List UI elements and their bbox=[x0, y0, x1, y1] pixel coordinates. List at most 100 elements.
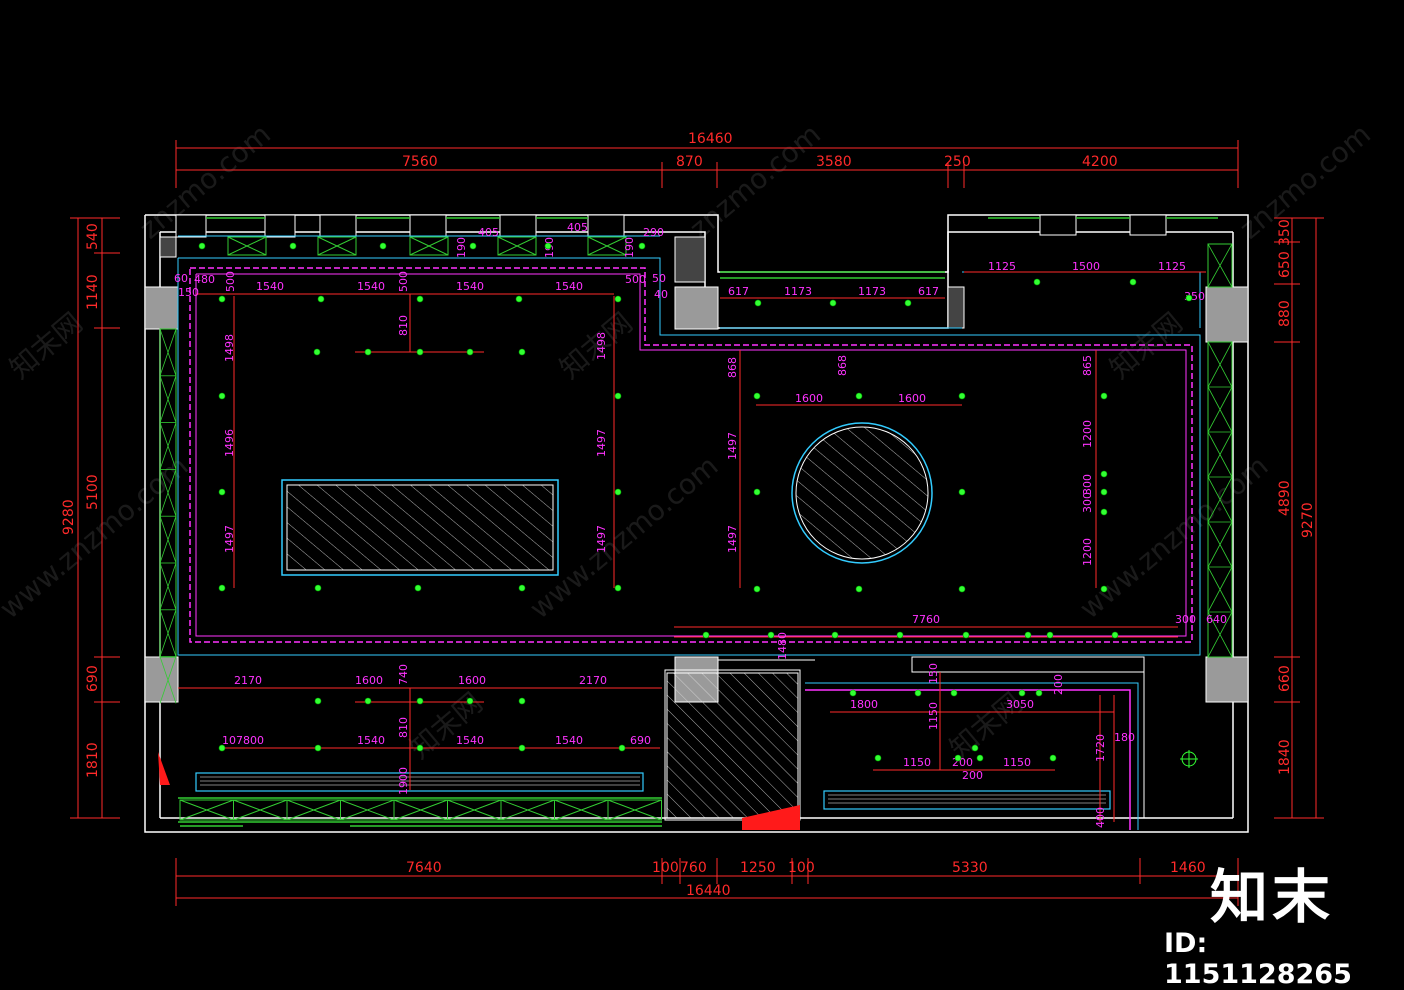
downlight-icon bbox=[614, 584, 622, 592]
dim-label: 1497 bbox=[726, 525, 739, 553]
lattice-brace bbox=[1207, 521, 1233, 568]
dim-label: 480 bbox=[194, 273, 215, 286]
dim-bottom-total: 16440 bbox=[686, 883, 731, 899]
dim-label: 810 bbox=[397, 717, 410, 738]
dimension-bottom bbox=[175, 858, 1239, 906]
downlight-icon bbox=[416, 744, 424, 752]
cabinets-top bbox=[227, 236, 627, 256]
lattice-brace bbox=[1207, 611, 1233, 658]
downlight-icon bbox=[1024, 631, 1032, 639]
downlight-icon bbox=[614, 392, 622, 400]
ceiling-outline-cyan bbox=[177, 235, 1201, 656]
top-glazing bbox=[206, 217, 1218, 279]
downlight-icon bbox=[544, 242, 552, 250]
downlight-icon bbox=[1100, 392, 1108, 400]
dim-label: 1540 bbox=[456, 734, 484, 747]
cabinet-brace bbox=[587, 236, 627, 256]
downlight-icon bbox=[1100, 470, 1108, 478]
dim-right-seg: 650 bbox=[1277, 251, 1293, 278]
brand-logo: 知末 bbox=[1210, 863, 1335, 931]
downlight-icon bbox=[414, 584, 422, 592]
downlight-icon bbox=[466, 697, 474, 705]
downlight-icon bbox=[1035, 689, 1043, 697]
downlight-icon bbox=[518, 348, 526, 356]
downlight-icon bbox=[416, 295, 424, 303]
dim-label: 1200 bbox=[1081, 538, 1094, 566]
top-cabinet bbox=[317, 236, 357, 256]
dim-left-total: 9280 bbox=[61, 499, 77, 535]
lattice-brace bbox=[159, 562, 177, 610]
dim-label: 1540 bbox=[357, 280, 385, 293]
dim-top-seg: 7560 bbox=[402, 154, 438, 170]
dim-label: 1540 bbox=[256, 280, 284, 293]
downlight-icon bbox=[614, 488, 622, 496]
downlight-icon bbox=[364, 348, 372, 356]
dim-left-seg: 1140 bbox=[85, 274, 101, 310]
downlight-icon bbox=[1100, 488, 1108, 496]
dim-label: 500 bbox=[397, 271, 410, 292]
dimension-right bbox=[1274, 217, 1324, 819]
downlight-icon bbox=[515, 295, 523, 303]
dim-label: 1600 bbox=[458, 674, 486, 687]
lattice-brace bbox=[159, 422, 177, 470]
dim-label: 1540 bbox=[555, 280, 583, 293]
downlight-icon bbox=[831, 631, 839, 639]
downlight-icon bbox=[767, 631, 775, 639]
top-cabinet bbox=[497, 236, 537, 256]
downlight-icon bbox=[874, 754, 882, 762]
downlight-icon bbox=[849, 689, 857, 697]
downlight-icon bbox=[754, 299, 762, 307]
downlight-icon bbox=[614, 295, 622, 303]
bottom-base-lines bbox=[178, 797, 662, 827]
dimension-bottom-labels: 7640 100 760 1250 100 5330 1460 16440 bbox=[406, 860, 1206, 899]
downlight-icon bbox=[314, 697, 322, 705]
downlight-icon bbox=[618, 744, 626, 752]
ceiling-outline-magenta-inner bbox=[195, 273, 1187, 637]
dim-right-seg: 880 bbox=[1277, 300, 1293, 327]
downlight-icon bbox=[218, 392, 226, 400]
lattice-brace bbox=[1207, 386, 1233, 433]
dim-label: 1497 bbox=[726, 432, 739, 460]
downlight-icon bbox=[1049, 754, 1057, 762]
cabinet-brace bbox=[393, 799, 448, 821]
downlight-icon bbox=[896, 631, 904, 639]
downlight-icon bbox=[364, 697, 372, 705]
dim-label: 1480 bbox=[776, 632, 789, 660]
dim-label: 1498 bbox=[223, 334, 236, 362]
stair-hatch bbox=[666, 672, 800, 830]
interior-dimensions bbox=[178, 271, 1206, 822]
dim-label: 290 bbox=[643, 226, 664, 239]
hatched-pillars bbox=[159, 236, 965, 329]
downlight-icon bbox=[198, 242, 206, 250]
dim-label: 1150 bbox=[903, 756, 931, 769]
dimension-top bbox=[175, 140, 1239, 188]
downlight-icon bbox=[1185, 294, 1193, 302]
downlight-icon bbox=[466, 348, 474, 356]
downlight-icon bbox=[753, 585, 761, 593]
downlight-icon bbox=[1018, 689, 1026, 697]
downlight-icon bbox=[976, 754, 984, 762]
dim-bottom-seg: 7640 bbox=[406, 860, 442, 876]
dim-right-seg: 1840 bbox=[1277, 739, 1293, 775]
downlight-icon bbox=[1129, 278, 1137, 286]
light-trough-right bbox=[823, 790, 1111, 810]
dim-left-seg: 1810 bbox=[85, 742, 101, 778]
downlight-icon bbox=[958, 488, 966, 496]
dim-label: 7760 bbox=[912, 613, 940, 626]
dim-label: 868 bbox=[836, 355, 849, 376]
downlight-icon bbox=[950, 689, 958, 697]
dim-top-seg: 4200 bbox=[1082, 154, 1118, 170]
downlights bbox=[198, 242, 1193, 762]
dim-bottom-seg: 760 bbox=[680, 860, 707, 876]
dim-label: 868 bbox=[726, 357, 739, 378]
dim-label: 150 bbox=[178, 286, 199, 299]
dim-right-seg: 4890 bbox=[1277, 480, 1293, 516]
dim-left-seg: 540 bbox=[85, 223, 101, 250]
downlight-icon bbox=[317, 295, 325, 303]
cabinet-brace bbox=[227, 236, 267, 256]
dim-bottom-seg: 100 bbox=[788, 860, 815, 876]
dim-label: 1600 bbox=[795, 392, 823, 405]
dim-label: 107800 bbox=[222, 734, 264, 747]
dim-label: 1500 bbox=[1072, 260, 1100, 273]
downlight-icon bbox=[314, 584, 322, 592]
